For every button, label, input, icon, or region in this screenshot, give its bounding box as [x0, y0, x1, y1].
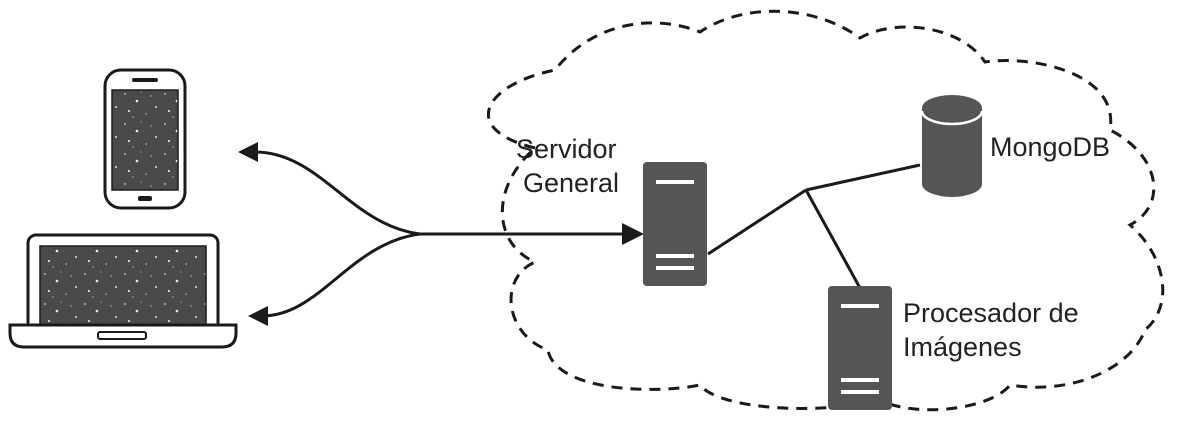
- laptop-icon: [8, 233, 238, 349]
- arrow-to-phone: [238, 142, 258, 162]
- database-icon: [920, 95, 984, 197]
- image-processor-label: Procesador de Imágenes: [903, 298, 1086, 362]
- main-server-icon: [643, 162, 707, 286]
- network-cloud: [487, 9, 1165, 412]
- image-processor-icon: [828, 286, 892, 410]
- main-server-label: Servidor General: [516, 134, 624, 198]
- connection-lines: [254, 150, 921, 318]
- arrow-to-laptop: [248, 306, 268, 326]
- arrow-to-server: [622, 223, 644, 245]
- link-server-junction: [707, 188, 807, 256]
- link-laptop: [261, 232, 421, 318]
- link-phone: [254, 150, 421, 236]
- database-label: MongoDB: [990, 132, 1110, 162]
- link-mongodb: [805, 163, 921, 192]
- link-processor: [804, 189, 862, 289]
- smartphone-icon: [103, 68, 187, 210]
